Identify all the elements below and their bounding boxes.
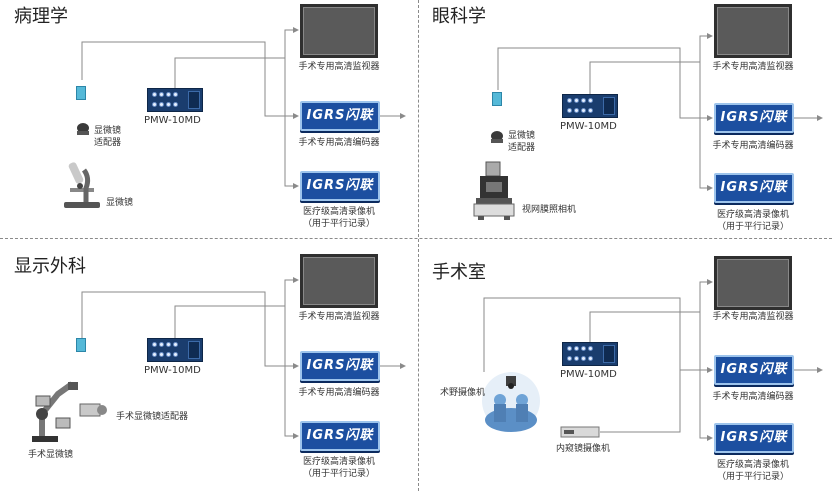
pmw-recorder-icon bbox=[147, 88, 203, 112]
encoder-icon: IGRS闪联 bbox=[714, 355, 794, 385]
pmw-recorder-icon bbox=[562, 94, 618, 118]
monitor-label: 手术专用高清监视器 bbox=[712, 312, 794, 322]
recorder-icon: IGRS闪联 bbox=[300, 171, 380, 201]
camera-icon bbox=[492, 92, 502, 106]
encoder-icon: IGRS闪联 bbox=[714, 103, 794, 133]
recorder-icon: IGRS闪联 bbox=[300, 421, 380, 451]
monitor-label: 手术专用高清监视器 bbox=[298, 62, 380, 72]
panel-title: 眼科学 bbox=[432, 6, 486, 27]
recorder-label: 医疗级高清录像机 bbox=[716, 460, 790, 470]
field-camera-label: 术野摄像机 bbox=[440, 388, 486, 398]
horizontal-divider bbox=[0, 238, 832, 239]
pmw-recorder-icon bbox=[562, 342, 618, 366]
recorder-sublabel: （用于平行记录） bbox=[302, 219, 376, 229]
monitor-label: 手术专用高清监视器 bbox=[712, 62, 794, 72]
encoder-logo: IGRS闪联 bbox=[306, 358, 374, 373]
recorder-logo: IGRS闪联 bbox=[720, 180, 788, 195]
encoder-icon: IGRS闪联 bbox=[300, 351, 380, 381]
adapter-label-2: 适配器 bbox=[508, 143, 536, 153]
monitor-label: 手术专用高清监视器 bbox=[298, 312, 380, 322]
pmw-label: PMW-10MD bbox=[144, 115, 201, 126]
monitor-icon bbox=[300, 254, 378, 308]
camera-icon bbox=[76, 86, 86, 100]
panel-title: 病理学 bbox=[14, 6, 68, 27]
encoder-logo: IGRS闪联 bbox=[306, 108, 374, 123]
adapter-label-2: 适配器 bbox=[94, 138, 122, 148]
pmw-label: PMW-10MD bbox=[560, 121, 617, 132]
vertical-divider bbox=[418, 0, 419, 491]
monitor-icon bbox=[714, 4, 792, 58]
encoder-logo: IGRS闪联 bbox=[720, 362, 788, 377]
adapter-icon bbox=[77, 123, 89, 135]
encoder-label: 手术专用高清编码器 bbox=[712, 141, 794, 151]
encoder-label: 手术专用高清编码器 bbox=[298, 388, 380, 398]
pmw-label: PMW-10MD bbox=[560, 369, 617, 380]
adapter-label: 显微镜 bbox=[508, 131, 536, 141]
surgical-microscope-label: 手术显微镜 bbox=[28, 450, 74, 460]
panel-title: 显示外科 bbox=[14, 256, 86, 277]
recorder-logo: IGRS闪联 bbox=[720, 430, 788, 445]
encoder-label: 手术专用高清编码器 bbox=[298, 138, 380, 148]
retinal-camera-label: 视网膜照相机 bbox=[522, 205, 577, 215]
recorder-icon: IGRS闪联 bbox=[714, 173, 794, 203]
encoder-label: 手术专用高清编码器 bbox=[712, 392, 794, 402]
operating-room-camera-icon bbox=[482, 372, 540, 432]
monitor-icon bbox=[714, 256, 792, 310]
panel-title: 手术室 bbox=[432, 262, 486, 283]
recorder-sublabel: （用于平行记录） bbox=[716, 472, 790, 482]
recorder-sublabel: （用于平行记录） bbox=[302, 469, 376, 479]
recorder-logo: IGRS闪联 bbox=[306, 178, 374, 193]
adapter-label: 显微镜 bbox=[94, 126, 122, 136]
recorder-label: 医疗级高清录像机 bbox=[716, 210, 790, 220]
retinal-camera-icon bbox=[473, 161, 515, 220]
pmw-recorder-icon bbox=[147, 338, 203, 362]
recorder-label: 医疗级高清录像机 bbox=[302, 207, 376, 217]
recorder-label: 医疗级高清录像机 bbox=[302, 457, 376, 467]
recorder-icon: IGRS闪联 bbox=[714, 423, 794, 453]
surgical-microscope-icon bbox=[32, 381, 107, 442]
microscope-icon bbox=[64, 162, 100, 208]
encoder-logo: IGRS闪联 bbox=[720, 110, 788, 125]
endoscope-camera-label: 内窥镜摄像机 bbox=[556, 444, 611, 454]
microscope-label: 显微镜 bbox=[106, 198, 134, 208]
monitor-icon bbox=[300, 4, 378, 58]
microscope-adapter-label: 手术显微镜适配器 bbox=[116, 412, 189, 422]
pmw-label: PMW-10MD bbox=[144, 365, 201, 376]
recorder-logo: IGRS闪联 bbox=[306, 428, 374, 443]
recorder-sublabel: （用于平行记录） bbox=[716, 222, 790, 232]
adapter-icon bbox=[491, 131, 503, 143]
endoscope-camera-icon bbox=[560, 426, 600, 438]
encoder-icon: IGRS闪联 bbox=[300, 101, 380, 131]
camera-icon bbox=[76, 338, 86, 352]
